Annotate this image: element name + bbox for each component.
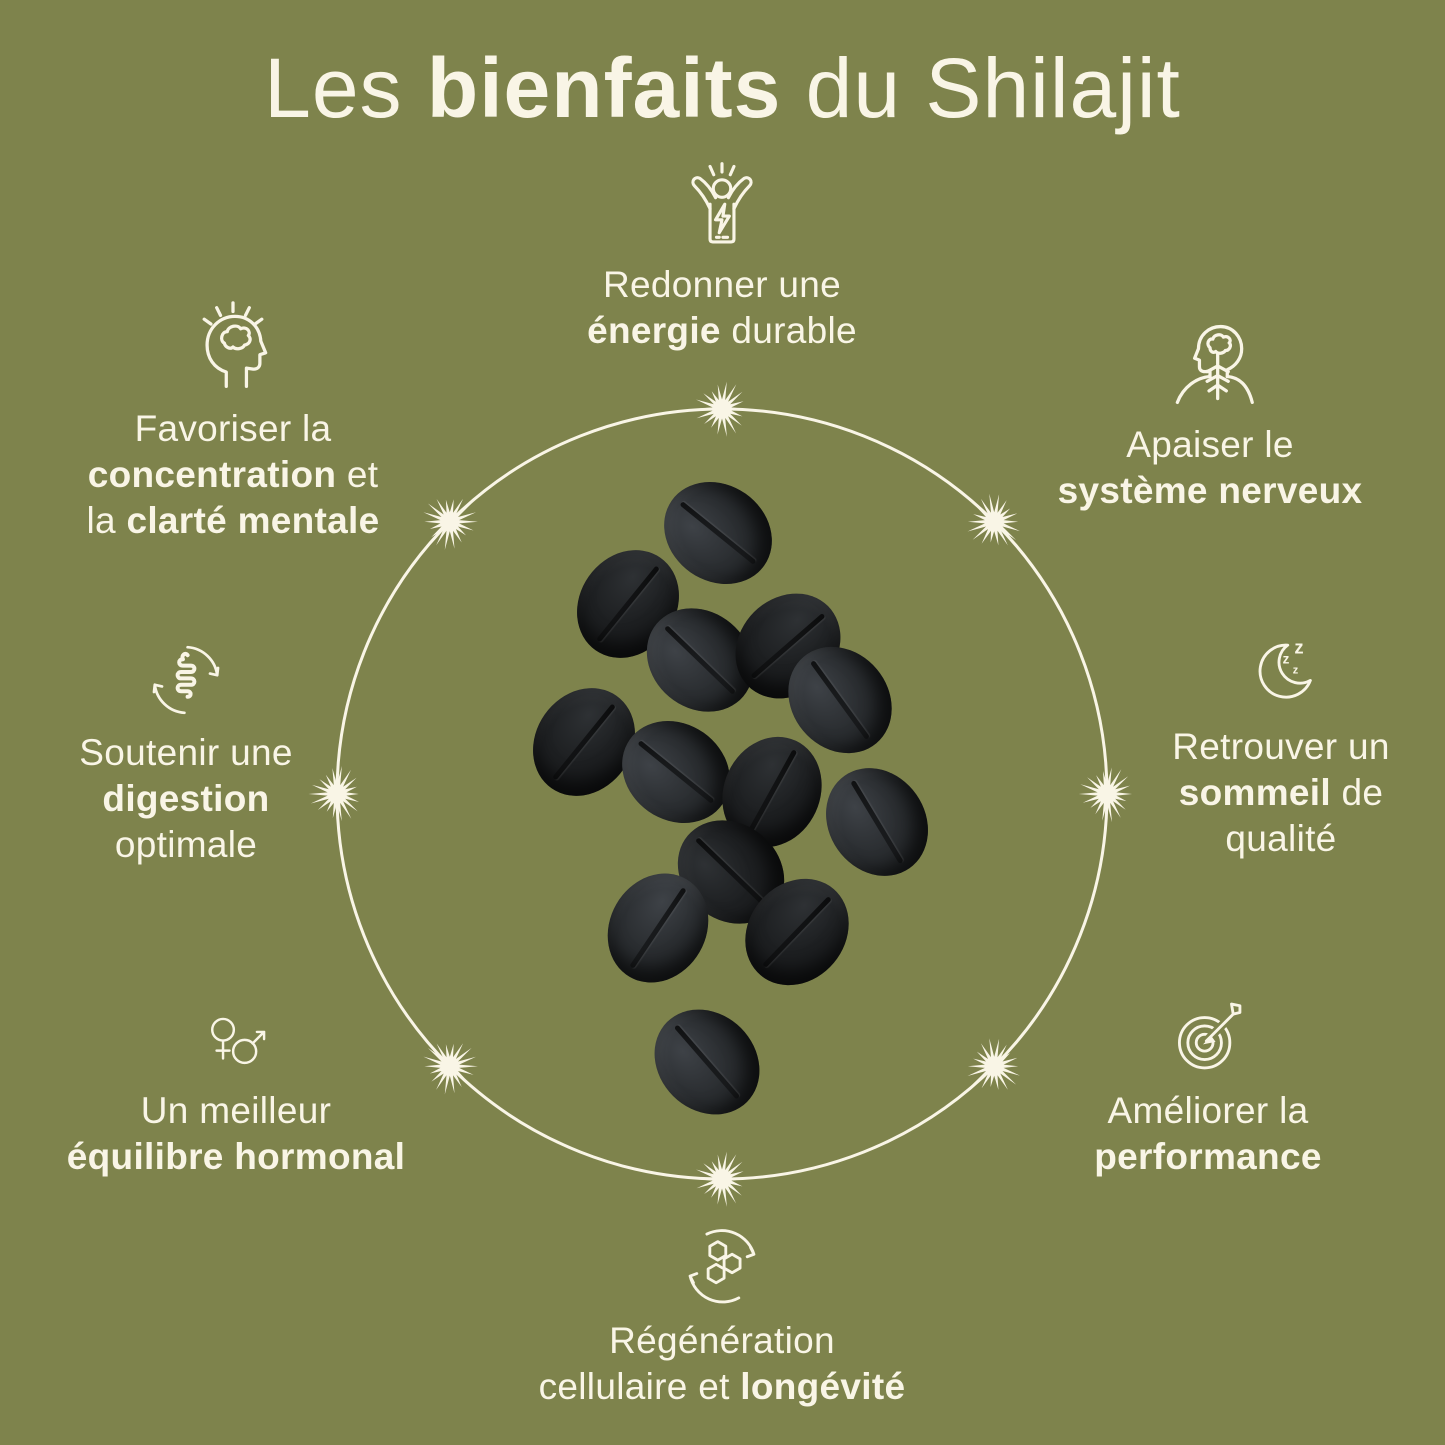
benefit-line: concentration et [87, 454, 379, 495]
starburst-icon [967, 1038, 1020, 1090]
benefit-cell-regeneration: Régénération cellulaire et longévité [472, 1224, 972, 1410]
page-title: Les bienfaits du Shilajit [0, 42, 1445, 134]
shilajit-tablet [633, 988, 781, 1136]
benefit-energy: Redonner une énergie durable [482, 160, 962, 354]
sleep-moon-icon: z z z [1239, 630, 1323, 714]
svg-text:z: z [1293, 665, 1299, 677]
benefit-line: la clarté mentale [86, 500, 380, 541]
benefit-line: performance [1094, 1136, 1322, 1177]
nervous-system-icon [1162, 316, 1258, 412]
benefit-line: Apaiser le [1126, 424, 1294, 465]
benefit-line: Un meilleur [140, 1090, 332, 1131]
benefit-line: digestion [102, 778, 270, 819]
starburst-decorations [308, 381, 1132, 1207]
starburst-icon [693, 1151, 746, 1207]
benefit-line: énergie durable [587, 310, 857, 351]
benefit-line: Redonner une [602, 264, 842, 305]
energy-icon [676, 160, 768, 252]
gender-symbols-icon [200, 1006, 272, 1078]
benefit-concentration: Favoriser la concentration et la clarté me… [18, 300, 448, 544]
benefit-line: Favoriser la [134, 408, 332, 449]
title-bold: bienfaits [426, 41, 782, 135]
benefit-line: Régénération [609, 1320, 835, 1361]
benefit-line: équilibre hormonal [66, 1136, 406, 1177]
benefit-digestion: Soutenir une digestion optimale [26, 640, 346, 868]
benefit-digestion-text: Soutenir une digestion optimale [26, 730, 346, 868]
title-pre: Les [264, 41, 427, 135]
benefit-performance: Améliorer la performance [1028, 994, 1388, 1180]
benefit-hormonal-balance: Un meilleur équilibre hormonal [16, 1006, 456, 1180]
benefit-hormonal-balance-text: Un meilleur équilibre hormonal [16, 1088, 456, 1180]
benefit-line: Retrouver un [1172, 726, 1390, 767]
benefit-line: qualité [1225, 818, 1337, 859]
benefit-concentration-text: Favoriser la concentration et la clarté me… [18, 406, 448, 544]
digestion-icon [146, 640, 226, 720]
benefit-sleep-text: Retrouver un sommeil de qualité [1121, 724, 1441, 862]
target-arrow-icon [1166, 994, 1250, 1078]
starburst-icon [308, 766, 359, 822]
starburst-icon [423, 1043, 478, 1095]
benefit-line: Améliorer la [1107, 1090, 1309, 1131]
benefit-sleep: z z z Retrouver un sommeil de qualité [1121, 630, 1441, 862]
svg-text:z: z [1294, 637, 1303, 658]
benefit-line: Soutenir une [79, 732, 293, 773]
benefit-energy-text: Redonner une énergie durable [482, 262, 962, 354]
starburst-icon [423, 498, 478, 550]
starburst-icon [693, 381, 746, 437]
brain-head-icon [185, 300, 281, 396]
title-post: du Shilajit [781, 41, 1181, 135]
benefit-nervous-system-text: Apaiser le système nerveux [1000, 422, 1420, 514]
benefit-line: système nerveux [1057, 470, 1363, 511]
benefit-line: sommeil de [1178, 772, 1384, 813]
shilajit-tablet [805, 748, 949, 896]
benefit-nervous-system: Apaiser le système nerveux [1000, 316, 1420, 514]
benefit-cell-regeneration-text: Régénération cellulaire et longévité [472, 1318, 972, 1410]
benefit-line: cellulaire et longévité [538, 1366, 906, 1407]
starburst-icon [967, 493, 1020, 546]
starburst-icon [1078, 767, 1132, 823]
cells-renewal-icon [680, 1224, 764, 1308]
benefit-performance-text: Améliorer la performance [1028, 1088, 1388, 1180]
benefit-line: optimale [114, 824, 258, 865]
svg-text:z: z [1283, 652, 1290, 667]
